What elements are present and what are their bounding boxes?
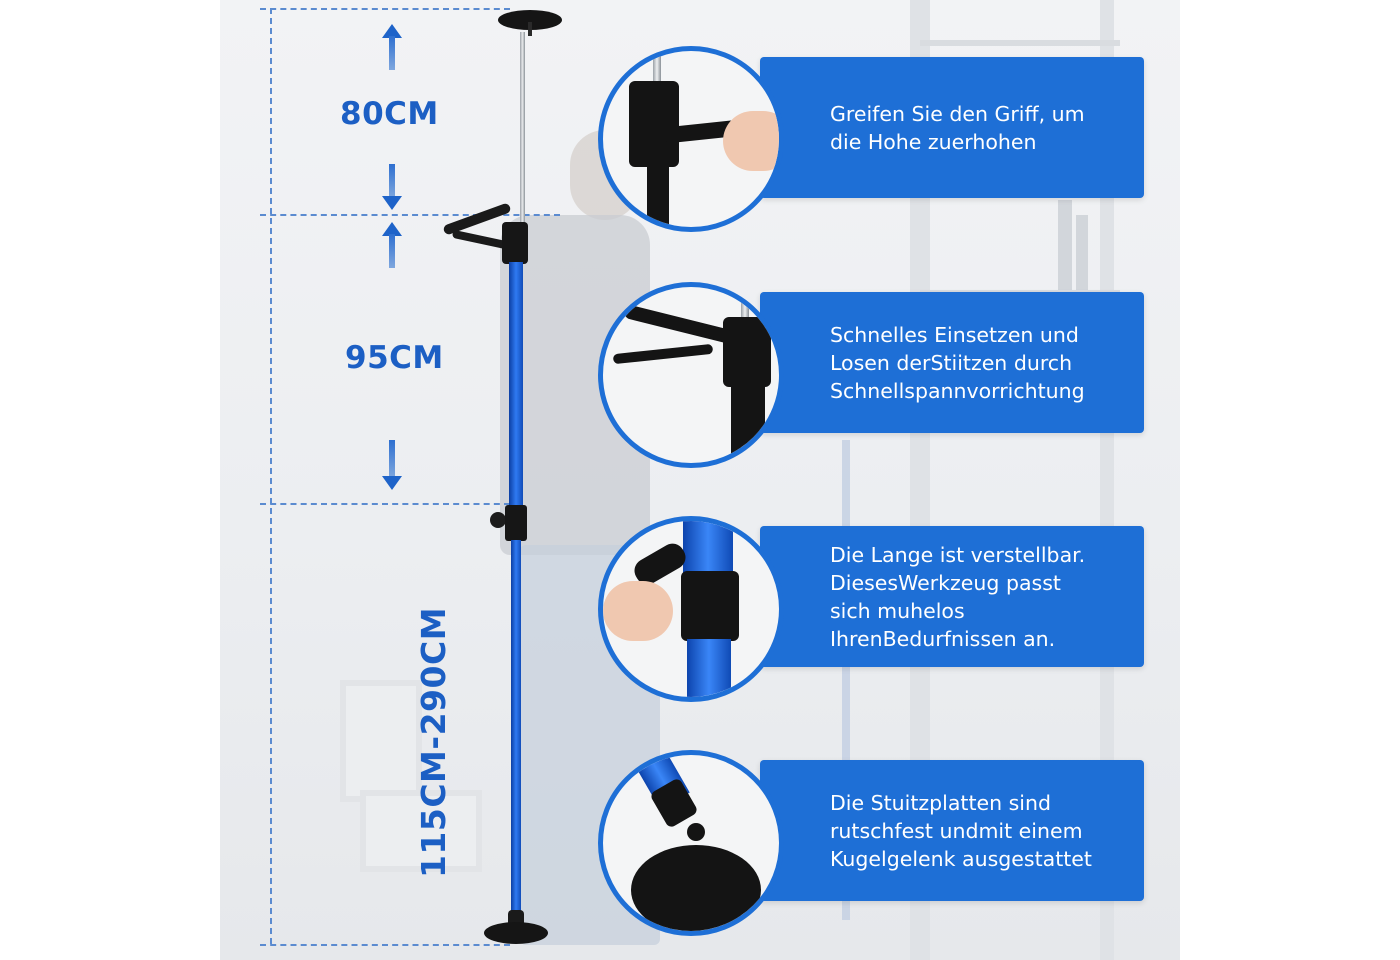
pole-inner-rod <box>520 32 525 232</box>
pole-lock-knob <box>490 512 506 528</box>
handle-closeup-icon <box>598 46 784 232</box>
pole-clamp <box>502 222 528 264</box>
background-shelf-board <box>920 40 1120 46</box>
feature-text-base-plate: Die Stuitzplatten sind rutschfest undmit… <box>830 790 1092 871</box>
feature-text-quick-release: Schnelles Einsetzen und Losen derStiitze… <box>830 322 1085 403</box>
feature-box-base-plate: Die Stuitzplatten sind rutschfest undmit… <box>760 760 1144 901</box>
pole-base-plate <box>484 922 548 944</box>
dimension-line-vertical <box>270 8 272 944</box>
feature-text-grip: Greifen Sie den Griff, um die Hohe zuerh… <box>830 101 1085 154</box>
feature-box-grip: Greifen Sie den Griff, um die Hohe zuerh… <box>760 57 1144 198</box>
total-range-label: 115CM-290CM <box>414 606 454 879</box>
pole-lower-tube <box>511 540 521 915</box>
base-plate-closeup-icon <box>598 750 784 936</box>
feature-text-adjustable: Die Lange ist verstellbar. DiesesWerkzeu… <box>830 542 1086 651</box>
feature-box-adjustable: Die Lange ist verstellbar. DiesesWerkzeu… <box>760 526 1144 667</box>
pole-upper-tube <box>509 262 523 512</box>
collar-closeup-icon <box>598 516 784 702</box>
arrow-down-icon <box>382 440 402 490</box>
background-shelf <box>910 0 930 960</box>
dimension-line-bottom <box>260 944 510 946</box>
dimension-line-mid <box>260 214 560 216</box>
arrow-down-icon <box>382 164 402 210</box>
arrow-up-icon <box>382 24 402 70</box>
background-book <box>1076 215 1088 290</box>
feature-box-quick-release: Schnelles Einsetzen und Losen derStiitze… <box>760 292 1144 433</box>
background-frame <box>340 680 422 802</box>
dimension-line-top <box>260 8 510 10</box>
dimension-line-low <box>260 503 510 505</box>
middle-extension-label: 95CM <box>345 340 444 376</box>
pole-top-plate <box>498 10 562 30</box>
background-books <box>360 790 482 872</box>
background-pole <box>842 440 850 920</box>
background-book <box>1058 200 1072 290</box>
top-extension-label: 80CM <box>340 96 439 132</box>
pole-collar <box>505 505 527 541</box>
background-shelf <box>1100 0 1114 960</box>
clamp-closeup-icon <box>598 282 784 468</box>
arrow-up-icon <box>382 222 402 268</box>
pole-top-stem <box>528 22 532 36</box>
